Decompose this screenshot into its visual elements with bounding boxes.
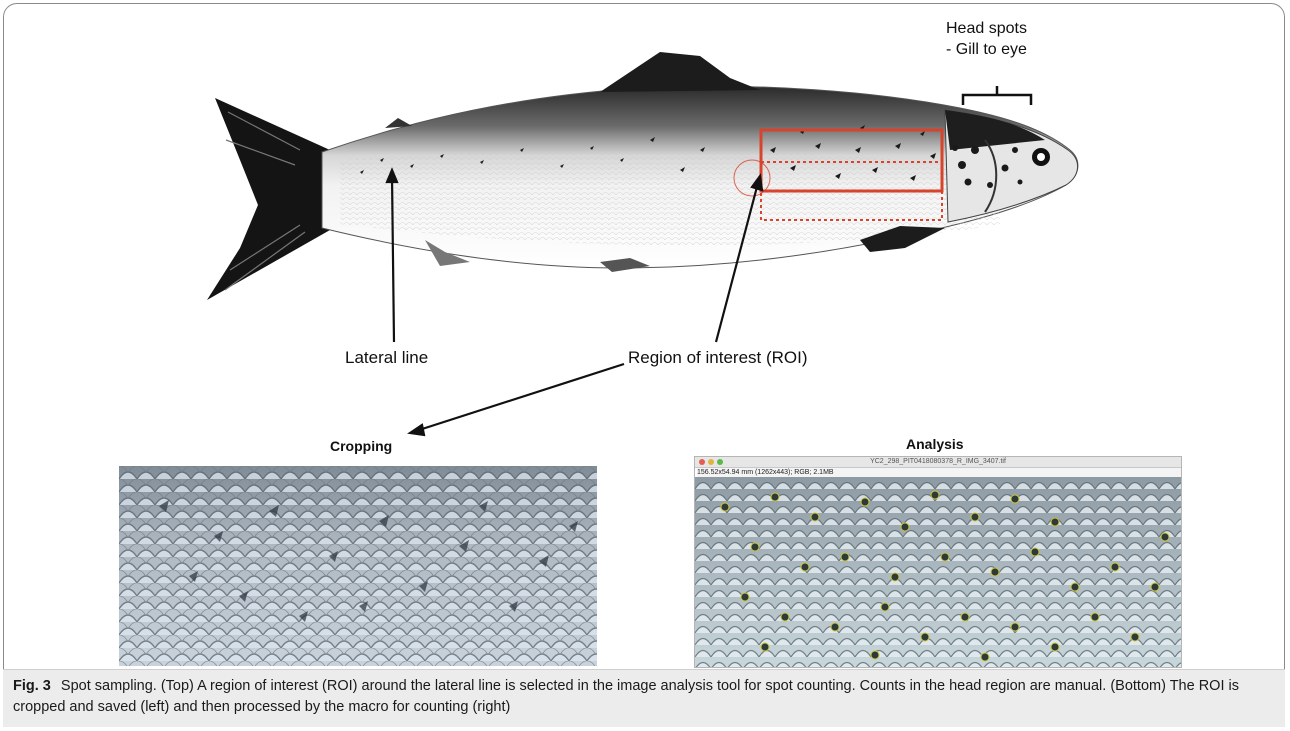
analysis-window: YC2_298_PIT0418080378_R_IMG_3407.tif 156…	[694, 456, 1182, 668]
tail-fin	[207, 98, 330, 300]
lateral-line-label: Lateral line	[345, 348, 428, 368]
cropping-title: Cropping	[330, 438, 392, 454]
caption-text: Spot sampling. (Top) A region of interes…	[13, 678, 1239, 715]
figure-caption: Fig. 3 Spot sampling. (Top) A region of …	[3, 669, 1285, 727]
salmon-illustration	[0, 0, 1290, 470]
analysis-image	[695, 477, 1182, 668]
window-titlebar: YC2_298_PIT0418080378_R_IMG_3407.tif	[695, 457, 1181, 468]
roi-label: Region of interest (ROI)	[628, 348, 808, 368]
figure-label: Fig. 3	[13, 678, 51, 694]
head-spots-bracket	[963, 86, 1031, 105]
window-filename: YC2_298_PIT0418080378_R_IMG_3407.tif	[695, 458, 1181, 465]
head-spots-label: Head spots - Gill to eye	[946, 18, 1027, 60]
image-info: 156.52x54.94 mm (1262x443); RGB; 2.1MB	[697, 468, 1182, 477]
dorsal-fin	[600, 52, 760, 92]
cropped-roi-image	[119, 466, 597, 666]
analysis-title: Analysis	[906, 436, 964, 452]
